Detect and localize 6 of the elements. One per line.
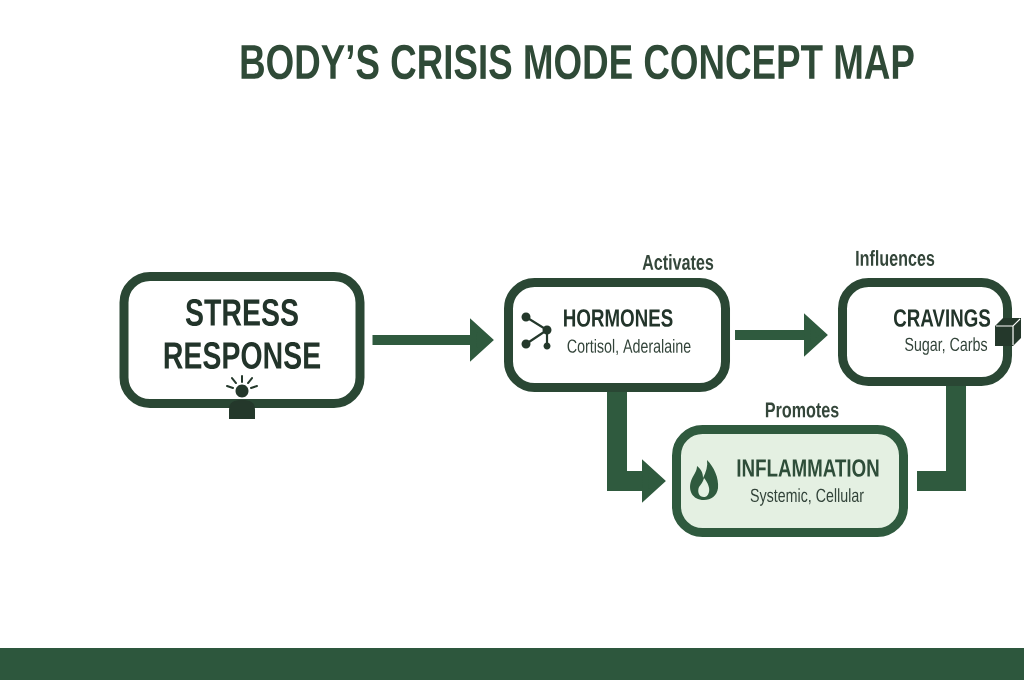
- process-box: HORMONES Cortisol, Aderalaine: [504, 278, 730, 392]
- process-box: CRAVINGS Sugar, Carbs: [838, 278, 1012, 386]
- process-box: STRESS RESPONSE: [119, 272, 365, 408]
- title: BODY’S CRISIS MODE CONCEPT MAP: [241, 44, 914, 80]
- relation-label: Promotes: [765, 402, 839, 418]
- highlight-box: INFLAMMATION Systemic, Cellular: [672, 425, 908, 537]
